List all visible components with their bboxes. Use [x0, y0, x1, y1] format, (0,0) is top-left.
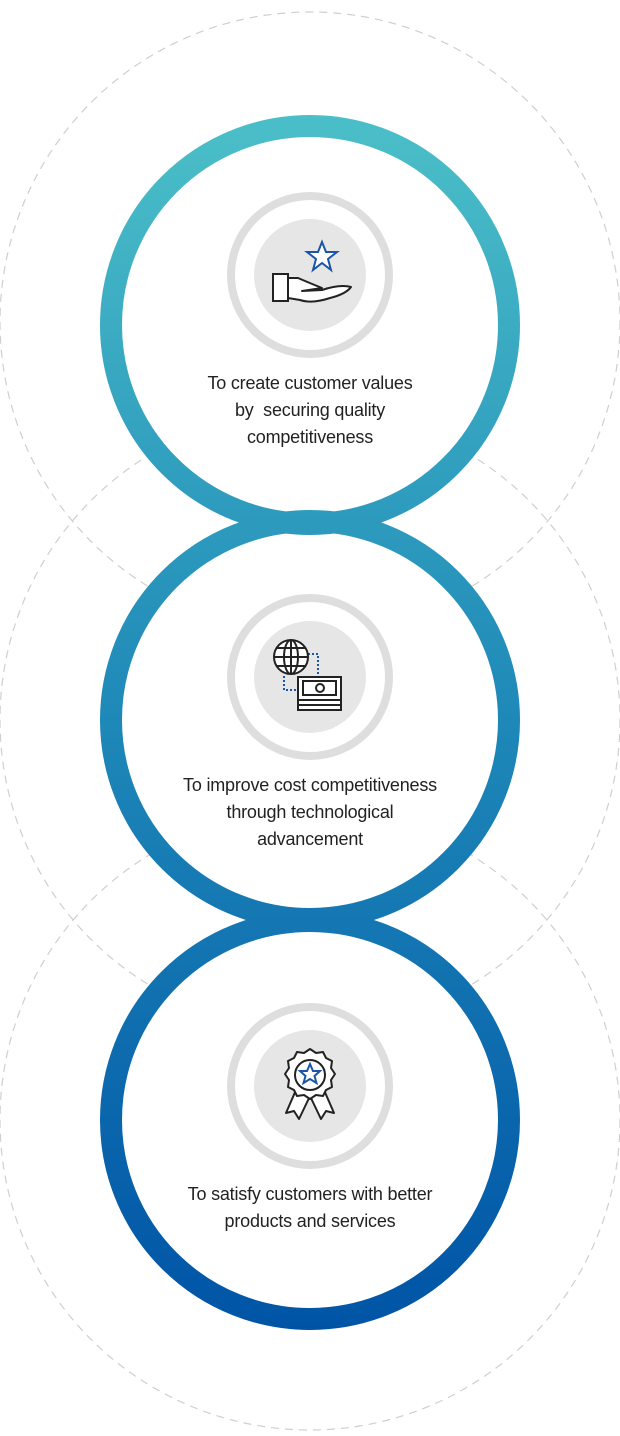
hand-star-icon: [272, 239, 352, 303]
award-ribbon-icon: [284, 1048, 336, 1120]
item-1-text: To create customer values by securing qu…: [207, 373, 413, 447]
dashed-orbit-1: [0, 11, 620, 633]
item-3-text: To satisfy customers with better product…: [187, 1184, 433, 1231]
item-2-text: To improve cost competitiveness through …: [183, 775, 437, 849]
ring-3: [100, 910, 520, 1330]
globe-money-icon: [273, 639, 342, 711]
